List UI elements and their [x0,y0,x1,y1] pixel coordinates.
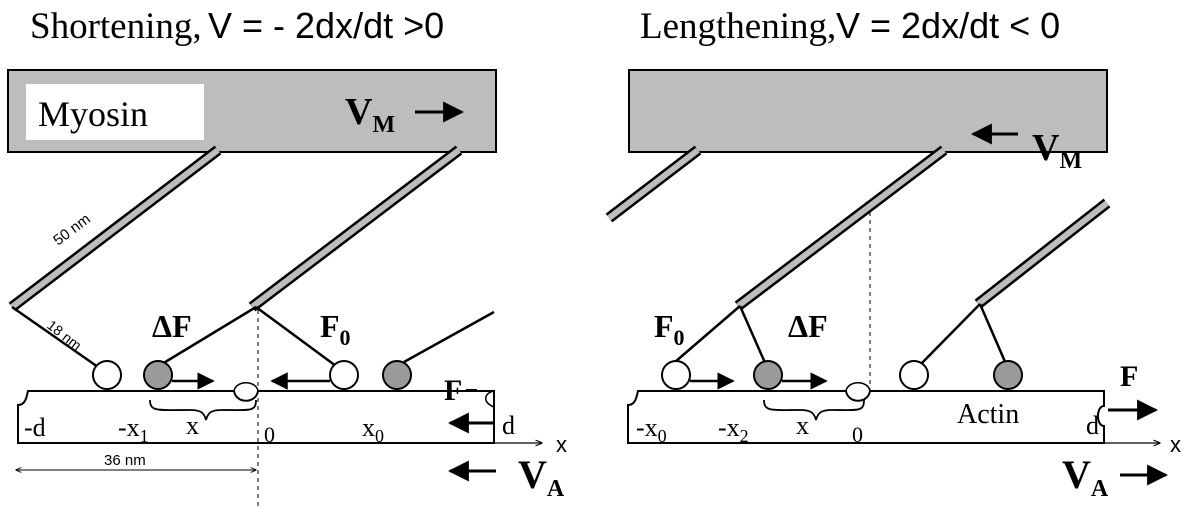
lever-arm-deltaF [161,305,257,366]
pos-minus-d: -d [24,413,46,442]
lengthening-panel: Lengthening, V = 2dx/dt < 0 VM F0 ΔF Act… [605,5,1181,502]
vm-label-right: VM [1032,127,1082,174]
axis-x-label: x [556,432,567,457]
lengthening-title-word: Lengthening, [640,6,836,47]
axis-x-label-right: x [1170,432,1181,457]
lever-arm-open-right [919,303,981,366]
myosin-head-open [92,360,122,390]
actin-label: Actin [957,399,1019,430]
myosin-label-box [26,84,204,140]
myosin-label: Myosin [38,94,148,134]
vm-label: VM [345,91,395,138]
myosin-head-filled-right [753,360,783,390]
myosin-head-filled-right-2 [993,360,1023,390]
pos-d-right: d [1086,411,1099,440]
F-label: F [444,374,462,407]
shortening-title-equation: V = - 2dx/dt >0 [208,5,444,46]
lever-arm-deltaF-right [738,305,768,366]
pos-minus-x0: -x0 [636,413,667,446]
pos-zero: 0 [264,422,275,447]
actin-filament [17,390,495,444]
myosin-head-filled-2 [382,360,412,390]
F0-label: F0 [320,308,351,350]
lever-arm-filled-right [978,303,1008,365]
deltaF-label: ΔF [152,308,192,344]
binding-site [233,382,259,392]
shortening-panel: Shortening, V = - 2dx/dt >0 Myosin VM 50… [7,5,567,508]
lengthening-title-equation: V = 2dx/dt < 0 [836,5,1060,46]
myosin-head-filled [143,360,173,390]
pos-x0: x0 [362,413,384,446]
lever-arm-F0 [255,305,337,368]
lever-arm-next [403,310,495,364]
binding-site-right [845,382,871,392]
pos-x-right: x [796,411,809,440]
pos-minus-x2: -x2 [718,413,749,446]
lever-arm-detached [11,305,99,369]
F-label-right: F [1120,360,1138,393]
va-label-right: VA [1062,452,1109,502]
myosin-head-open-2 [329,360,359,390]
F0-label-right: F0 [654,308,685,350]
pos-d: d [502,411,515,440]
deltaF-label-right: ΔF [788,308,828,344]
label-36nm: 36 nm [104,452,146,469]
shortening-title-word: Shortening, [30,6,202,47]
pos-x: x [186,411,199,440]
x-brace-right [763,399,865,421]
myosin-head-open-right-2 [899,360,929,390]
pos-zero-right: 0 [852,422,863,447]
va-label: VA [518,452,565,502]
actin-filament-right [627,390,1105,444]
x-brace [149,399,257,421]
myosin-head-open-right [661,360,691,390]
lever-arm-F0-right [667,305,741,369]
pos-minus-x1: -x1 [118,413,149,446]
myosin-filament-right [628,69,1108,153]
